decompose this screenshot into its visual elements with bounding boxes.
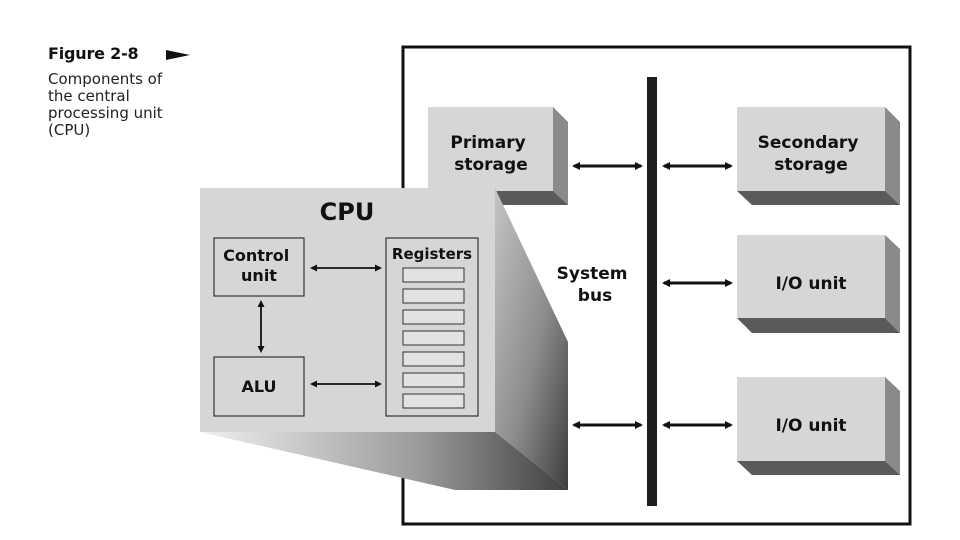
control-unit-label: Control unit: [223, 246, 295, 285]
register-cell: [402, 288, 465, 304]
cpu-block-side: [495, 188, 568, 490]
figure-description-line: processing unit: [48, 104, 163, 122]
alu-label: ALU: [242, 377, 277, 396]
cpu-block-bottom: [200, 432, 568, 490]
io-unit-label: I/O unit: [775, 416, 846, 436]
registers-label: Registers: [392, 245, 472, 263]
register-cells: [402, 267, 465, 409]
register-cell: [402, 330, 465, 346]
io-unit-block: I/O unit: [737, 235, 900, 333]
figure-caption: Figure 2-8 Components of the central pro…: [48, 44, 198, 139]
figure-description-line: Components of: [48, 70, 163, 88]
primary-storage-block: Primary storage: [428, 107, 568, 205]
pointer-arrow-icon: [165, 49, 190, 60]
register-cell: [402, 372, 465, 388]
register-cell: [402, 309, 465, 325]
alu-box: [213, 356, 305, 417]
primary-storage-label: Primary storage: [450, 133, 531, 175]
register-cell: [402, 351, 465, 367]
control-unit-box: [213, 237, 305, 297]
system-bus-label: System bus: [557, 264, 634, 306]
figure-description: Components of the central processing uni…: [48, 71, 198, 139]
figure-label-row: Figure 2-8: [48, 44, 198, 63]
secondary-storage-block: Secondary storage: [737, 107, 900, 205]
figure-label: Figure 2-8: [48, 44, 139, 63]
io-unit-label: I/O unit: [775, 274, 846, 294]
cpu-block: CPU Control unit ALU Registers: [200, 188, 568, 490]
cpu-title: CPU: [320, 198, 375, 226]
io-unit-block: I/O unit: [737, 377, 900, 475]
register-cell: [402, 393, 465, 409]
register-cell: [402, 267, 465, 283]
secondary-storage-label: Secondary storage: [758, 133, 865, 175]
figure-description-line: (CPU): [48, 121, 91, 139]
registers-box: [385, 237, 479, 417]
system-bus: [647, 77, 657, 506]
figure-description-line: the central: [48, 87, 130, 105]
